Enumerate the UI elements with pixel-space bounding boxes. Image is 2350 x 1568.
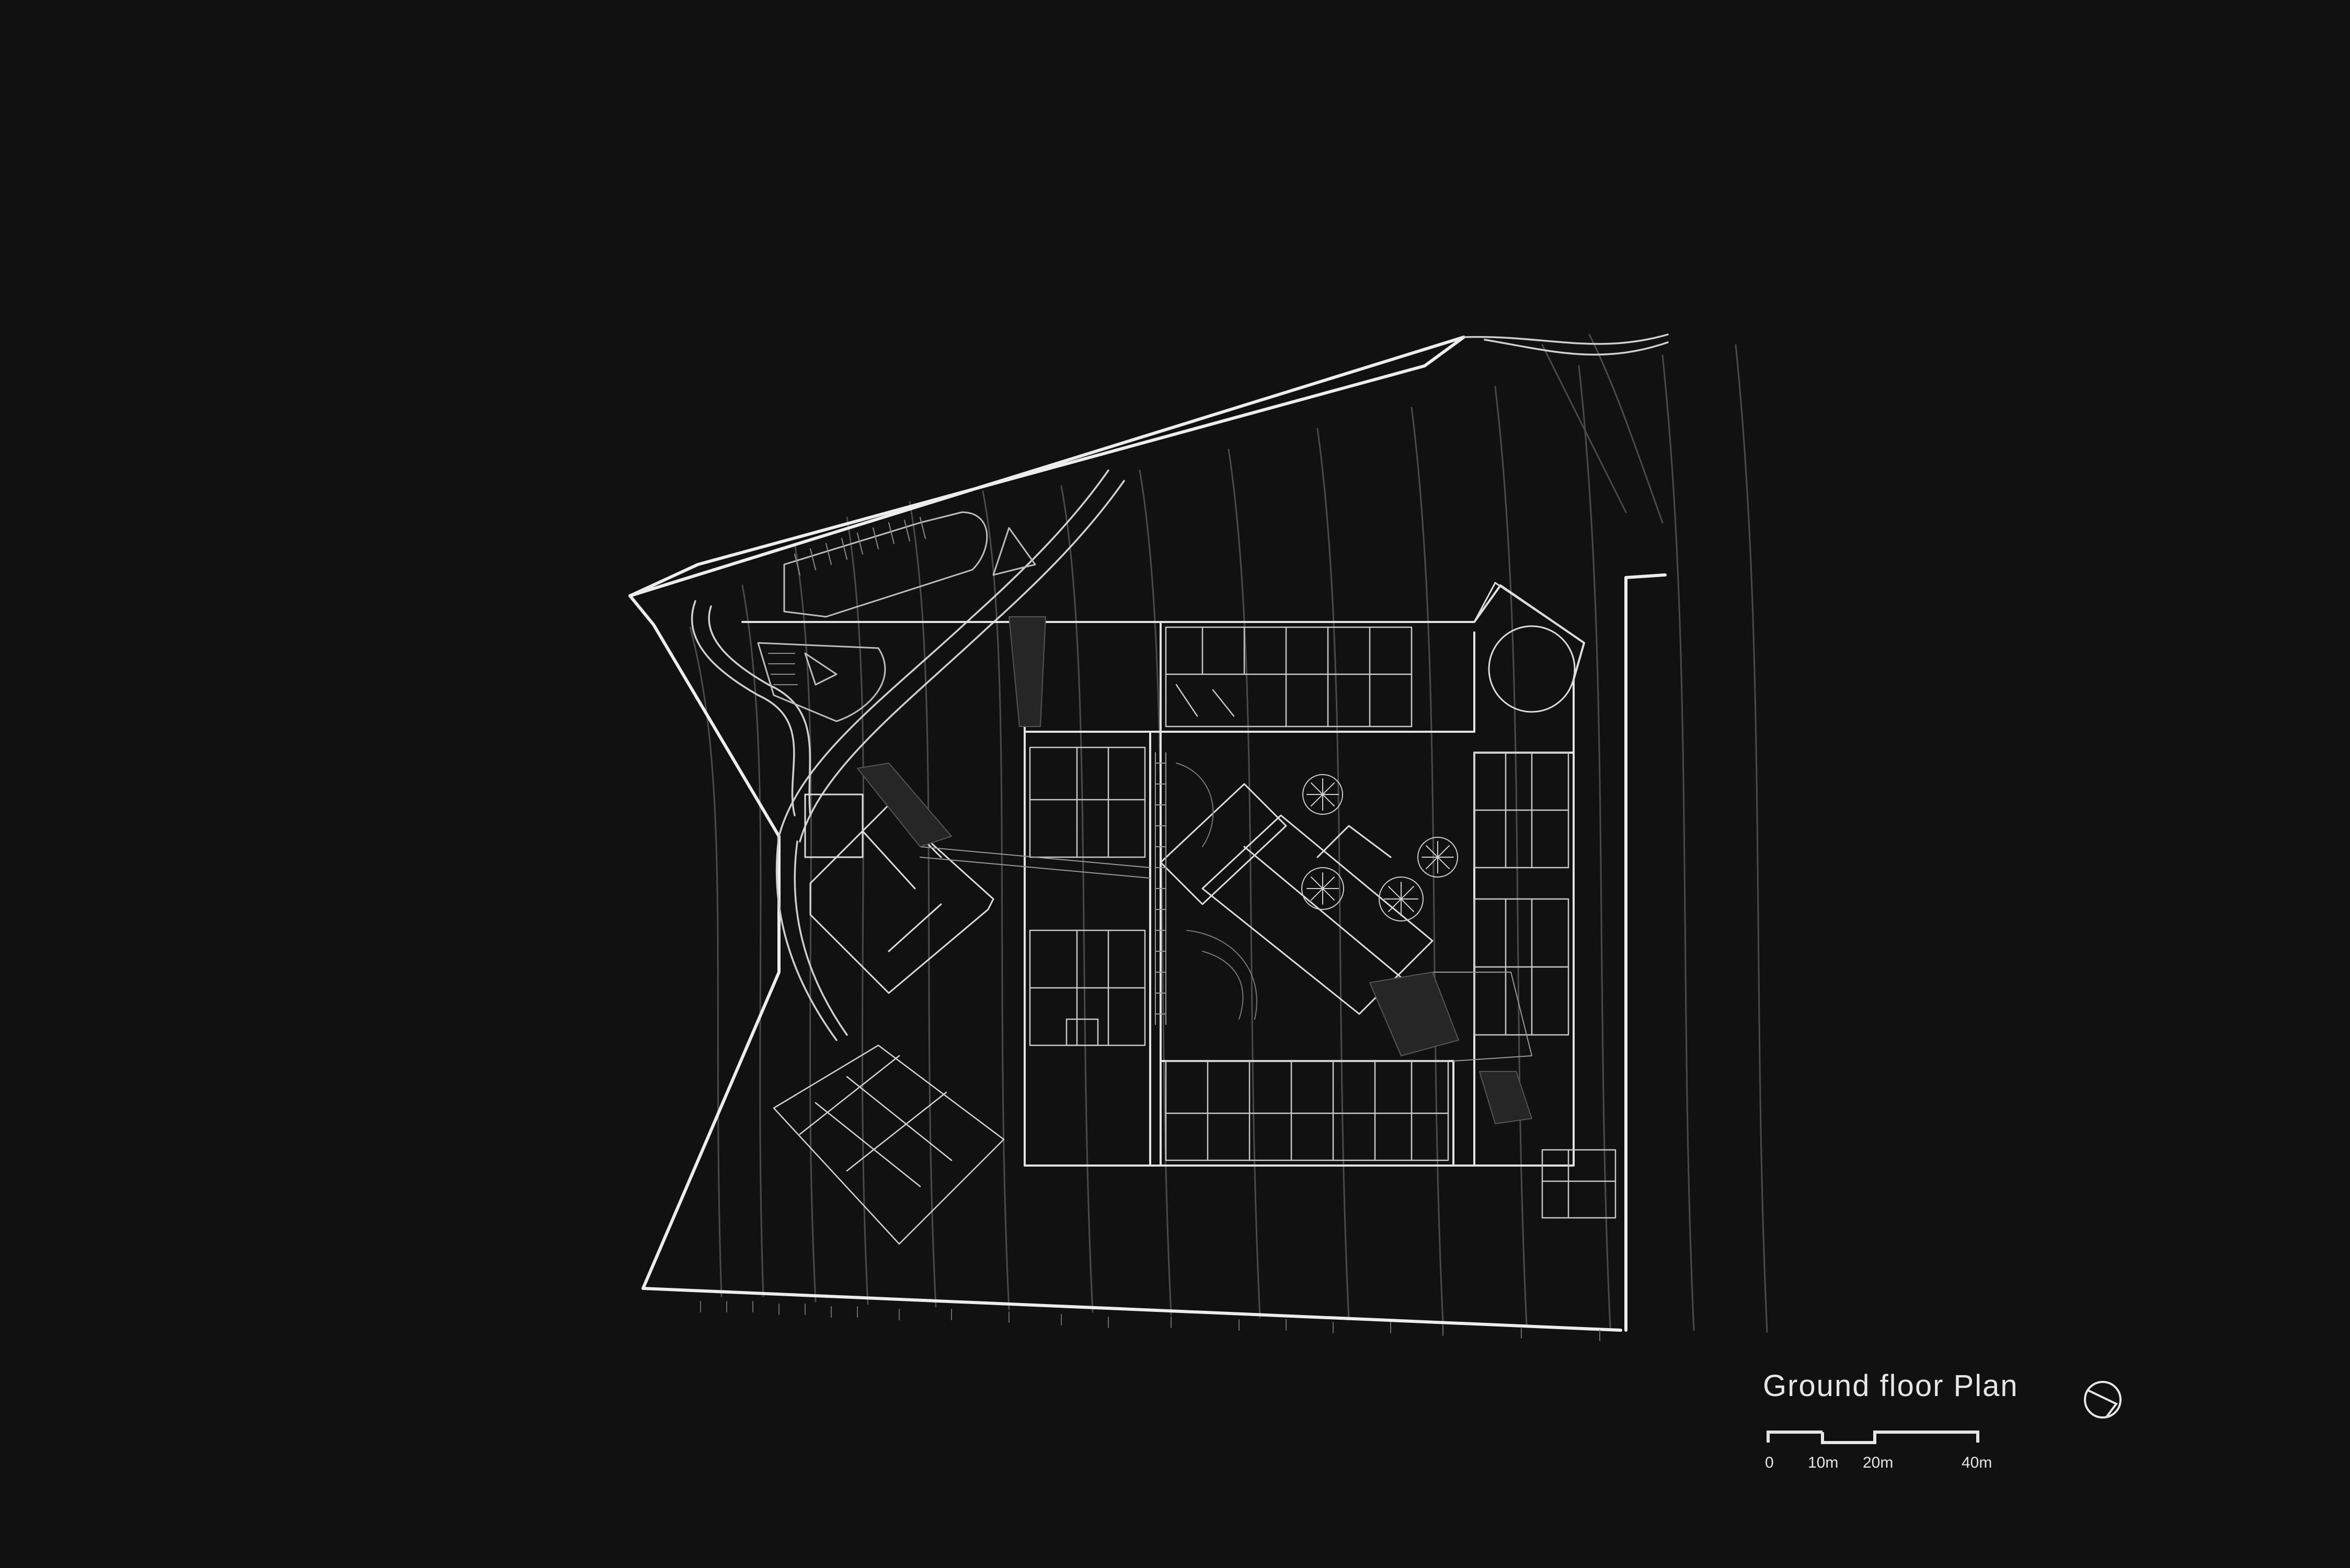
courtyard-terrain [1176, 763, 1257, 1020]
scale-label-20m: 20m [1863, 1454, 1894, 1471]
shaded-areas [857, 616, 1532, 1124]
drawing-title: Ground floor Plan [1763, 1369, 2019, 1403]
landscape-trees [1301, 774, 1458, 921]
north-arrow-icon [2084, 1381, 2122, 1419]
parking-area [757, 511, 1036, 722]
northeast-pavilion [1473, 582, 1585, 713]
access-road [691, 333, 1669, 1041]
building-outline [741, 584, 1585, 1167]
contour-lines [689, 333, 1768, 1333]
southwest-block [773, 1044, 1005, 1245]
elevation-ticks [700, 1301, 1600, 1341]
scale-label-0: 0 [1765, 1454, 1774, 1471]
scale-label-10m: 10m [1808, 1454, 1839, 1471]
central-courtyard-block [1160, 783, 1434, 1015]
site-boundary [628, 336, 1667, 1332]
west-rotated-block [804, 793, 994, 994]
east-wing-rooms [1473, 752, 1617, 1219]
north-wing-rooms [1165, 626, 1413, 728]
parking-stalls [768, 517, 926, 685]
stair-ramps [920, 752, 1532, 1062]
scale-label-40m: 40m [1962, 1454, 1992, 1471]
west-wing-rooms [1029, 746, 1146, 1046]
south-wing-rooms [1165, 1060, 1449, 1161]
scale-bar [1767, 1431, 1979, 1444]
